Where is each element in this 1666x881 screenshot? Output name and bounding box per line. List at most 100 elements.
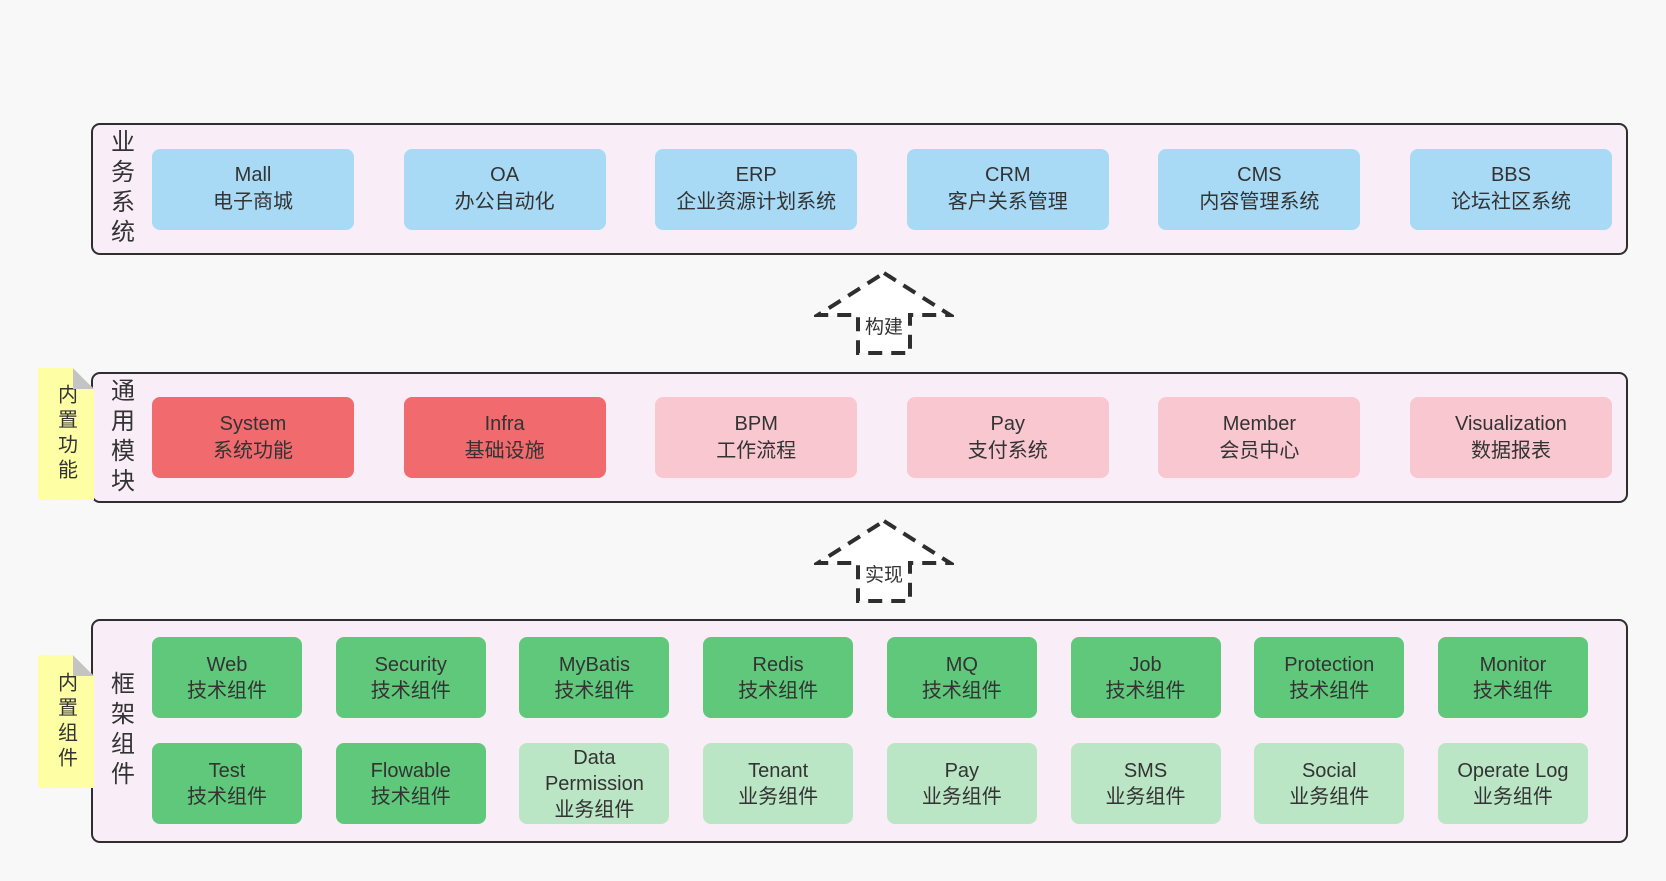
- box-components-redis: Redis 技术组件: [703, 637, 854, 718]
- arrow-build: 构建: [814, 269, 954, 357]
- box-title: Flowable: [370, 759, 451, 782]
- box-subtitle: 技术组件: [370, 785, 451, 808]
- box-subtitle: 数据报表: [1470, 439, 1551, 462]
- box-title: Data Permission: [544, 746, 644, 795]
- box-title: OA: [490, 164, 520, 186]
- box-subtitle: 技术组件: [1289, 679, 1370, 702]
- box-title: MQ: [945, 653, 978, 676]
- box-components-tenant: Tenant 业务组件: [703, 743, 854, 824]
- box-subtitle: 支付系统: [967, 439, 1048, 462]
- box-subtitle: 基础设施: [464, 439, 545, 462]
- box-title: Job: [1129, 653, 1162, 676]
- box-title: CMS: [1237, 164, 1282, 186]
- layer-common-modules: 通用模块 System 系统功能 Infra 基础设施 BPM 工作流程 Pay 支付系统 Me…: [91, 372, 1628, 503]
- box-title: CRM: [985, 164, 1031, 186]
- layer-label-components: 框架组件: [106, 671, 134, 791]
- box-subtitle: 技术组件: [1105, 679, 1186, 702]
- box-subtitle: 内容管理系统: [1199, 191, 1320, 213]
- layer-business-systems: 业务系统 Mall 电子商城 OA 办公自动化 ERP 企业资源计划系统 CRM 客户关系管理…: [91, 123, 1628, 255]
- box-title: BBS: [1490, 164, 1531, 186]
- box-title: Tenant: [748, 759, 809, 782]
- arrow-implement-label: 实现: [861, 560, 907, 587]
- box-components-protection: Protection 技术组件: [1254, 637, 1405, 718]
- box-title: Protection: [1284, 653, 1375, 676]
- box-business-bbs: BBS 论坛社区系统: [1409, 148, 1612, 230]
- box-components-social: Social 业务组件: [1254, 743, 1405, 824]
- box-title: Mall: [234, 164, 272, 186]
- box-modules-system: System 系统功能: [152, 397, 354, 478]
- box-subtitle: 会员中心: [1219, 439, 1300, 462]
- box-components-flowable: Flowable 技术组件: [335, 743, 486, 824]
- box-components-sms: SMS 业务组件: [1070, 743, 1221, 824]
- box-modules-bpm: BPM 工作流程: [655, 397, 858, 478]
- box-components-operate-log: Operate Log 业务组件: [1437, 743, 1588, 824]
- box-business-erp: ERP 企业资源计划系统: [655, 148, 858, 230]
- box-subtitle: 业务组件: [1105, 785, 1186, 808]
- box-subtitle: 技术组件: [554, 679, 635, 702]
- box-subtitle: 技术组件: [738, 679, 819, 702]
- box-title: System: [219, 412, 287, 435]
- box-subtitle: 业务组件: [1472, 785, 1553, 808]
- box-modules-member: Member 会员中心: [1158, 397, 1361, 478]
- arrow-build-label: 构建: [861, 312, 907, 339]
- box-subtitle: 技术组件: [187, 785, 267, 808]
- box-components-job: Job 技术组件: [1070, 637, 1221, 718]
- box-components-security: Security 技术组件: [335, 637, 486, 718]
- box-business-cms: CMS 内容管理系统: [1158, 148, 1361, 230]
- box-subtitle: 客户关系管理: [947, 191, 1068, 213]
- box-components-web: Web 技术组件: [152, 637, 302, 718]
- box-title: Pay: [990, 412, 1026, 435]
- box-title: Web: [206, 653, 248, 676]
- box-subtitle: 业务组件: [554, 798, 635, 821]
- box-title: SMS: [1123, 759, 1168, 782]
- box-business-oa: OA 办公自动化: [403, 148, 606, 230]
- box-modules-visualization: Visualization 数据报表: [1409, 397, 1612, 478]
- modules-boxes-row: System 系统功能 Infra 基础设施 BPM 工作流程 Pay 支付系统 Member 会…: [152, 374, 1612, 501]
- box-subtitle: 企业资源计划系统: [676, 191, 837, 213]
- box-title: Test: [208, 759, 246, 782]
- box-subtitle: 业务组件: [1289, 785, 1370, 808]
- box-components-pay: Pay 业务组件: [886, 743, 1037, 824]
- box-components-mq: MQ 技术组件: [886, 637, 1037, 718]
- business-boxes-row: Mall 电子商城 OA 办公自动化 ERP 企业资源计划系统 CRM 客户关系管理 CMS 内容…: [152, 125, 1612, 253]
- box-title: Infra: [484, 412, 525, 435]
- box-subtitle: 业务组件: [921, 785, 1002, 808]
- box-subtitle: 办公自动化: [454, 191, 555, 213]
- box-subtitle: 工作流程: [716, 439, 797, 462]
- box-subtitle: 技术组件: [1472, 679, 1553, 702]
- sticky-note-label: 内置组件: [54, 671, 77, 772]
- box-subtitle: 电子商城: [213, 191, 293, 213]
- box-modules-pay: Pay 支付系统: [906, 397, 1109, 478]
- box-title: Social: [1301, 759, 1357, 782]
- box-title: Redis: [752, 653, 804, 676]
- box-subtitle: 系统功能: [213, 439, 293, 462]
- box-subtitle: 技术组件: [370, 679, 451, 702]
- box-subtitle: 业务组件: [738, 785, 819, 808]
- box-title: Member: [1222, 412, 1297, 435]
- arrow-implement: 实现: [814, 517, 954, 605]
- box-subtitle: 论坛社区系统: [1450, 191, 1571, 213]
- box-title: Pay: [944, 759, 980, 782]
- box-title: BPM: [734, 412, 778, 435]
- sticky-note-label: 内置功能: [54, 384, 77, 484]
- sticky-note-built-in-features: 内置功能: [38, 368, 94, 500]
- box-business-mall: Mall 电子商城: [152, 148, 354, 230]
- box-title: Visualization: [1455, 412, 1567, 435]
- box-title: Operate Log: [1457, 759, 1569, 782]
- box-components-test: Test 技术组件: [152, 743, 302, 824]
- box-components-data-permission: Data Permission 业务组件: [519, 743, 670, 824]
- layer-label-business: 业务系统: [106, 129, 134, 249]
- box-title: ERP: [735, 164, 777, 186]
- box-subtitle: 技术组件: [187, 679, 267, 702]
- box-subtitle: 技术组件: [921, 679, 1002, 702]
- layer-label-modules: 通用模块: [106, 377, 134, 498]
- box-business-crm: CRM 客户关系管理: [906, 148, 1109, 230]
- box-title: Security: [374, 653, 447, 676]
